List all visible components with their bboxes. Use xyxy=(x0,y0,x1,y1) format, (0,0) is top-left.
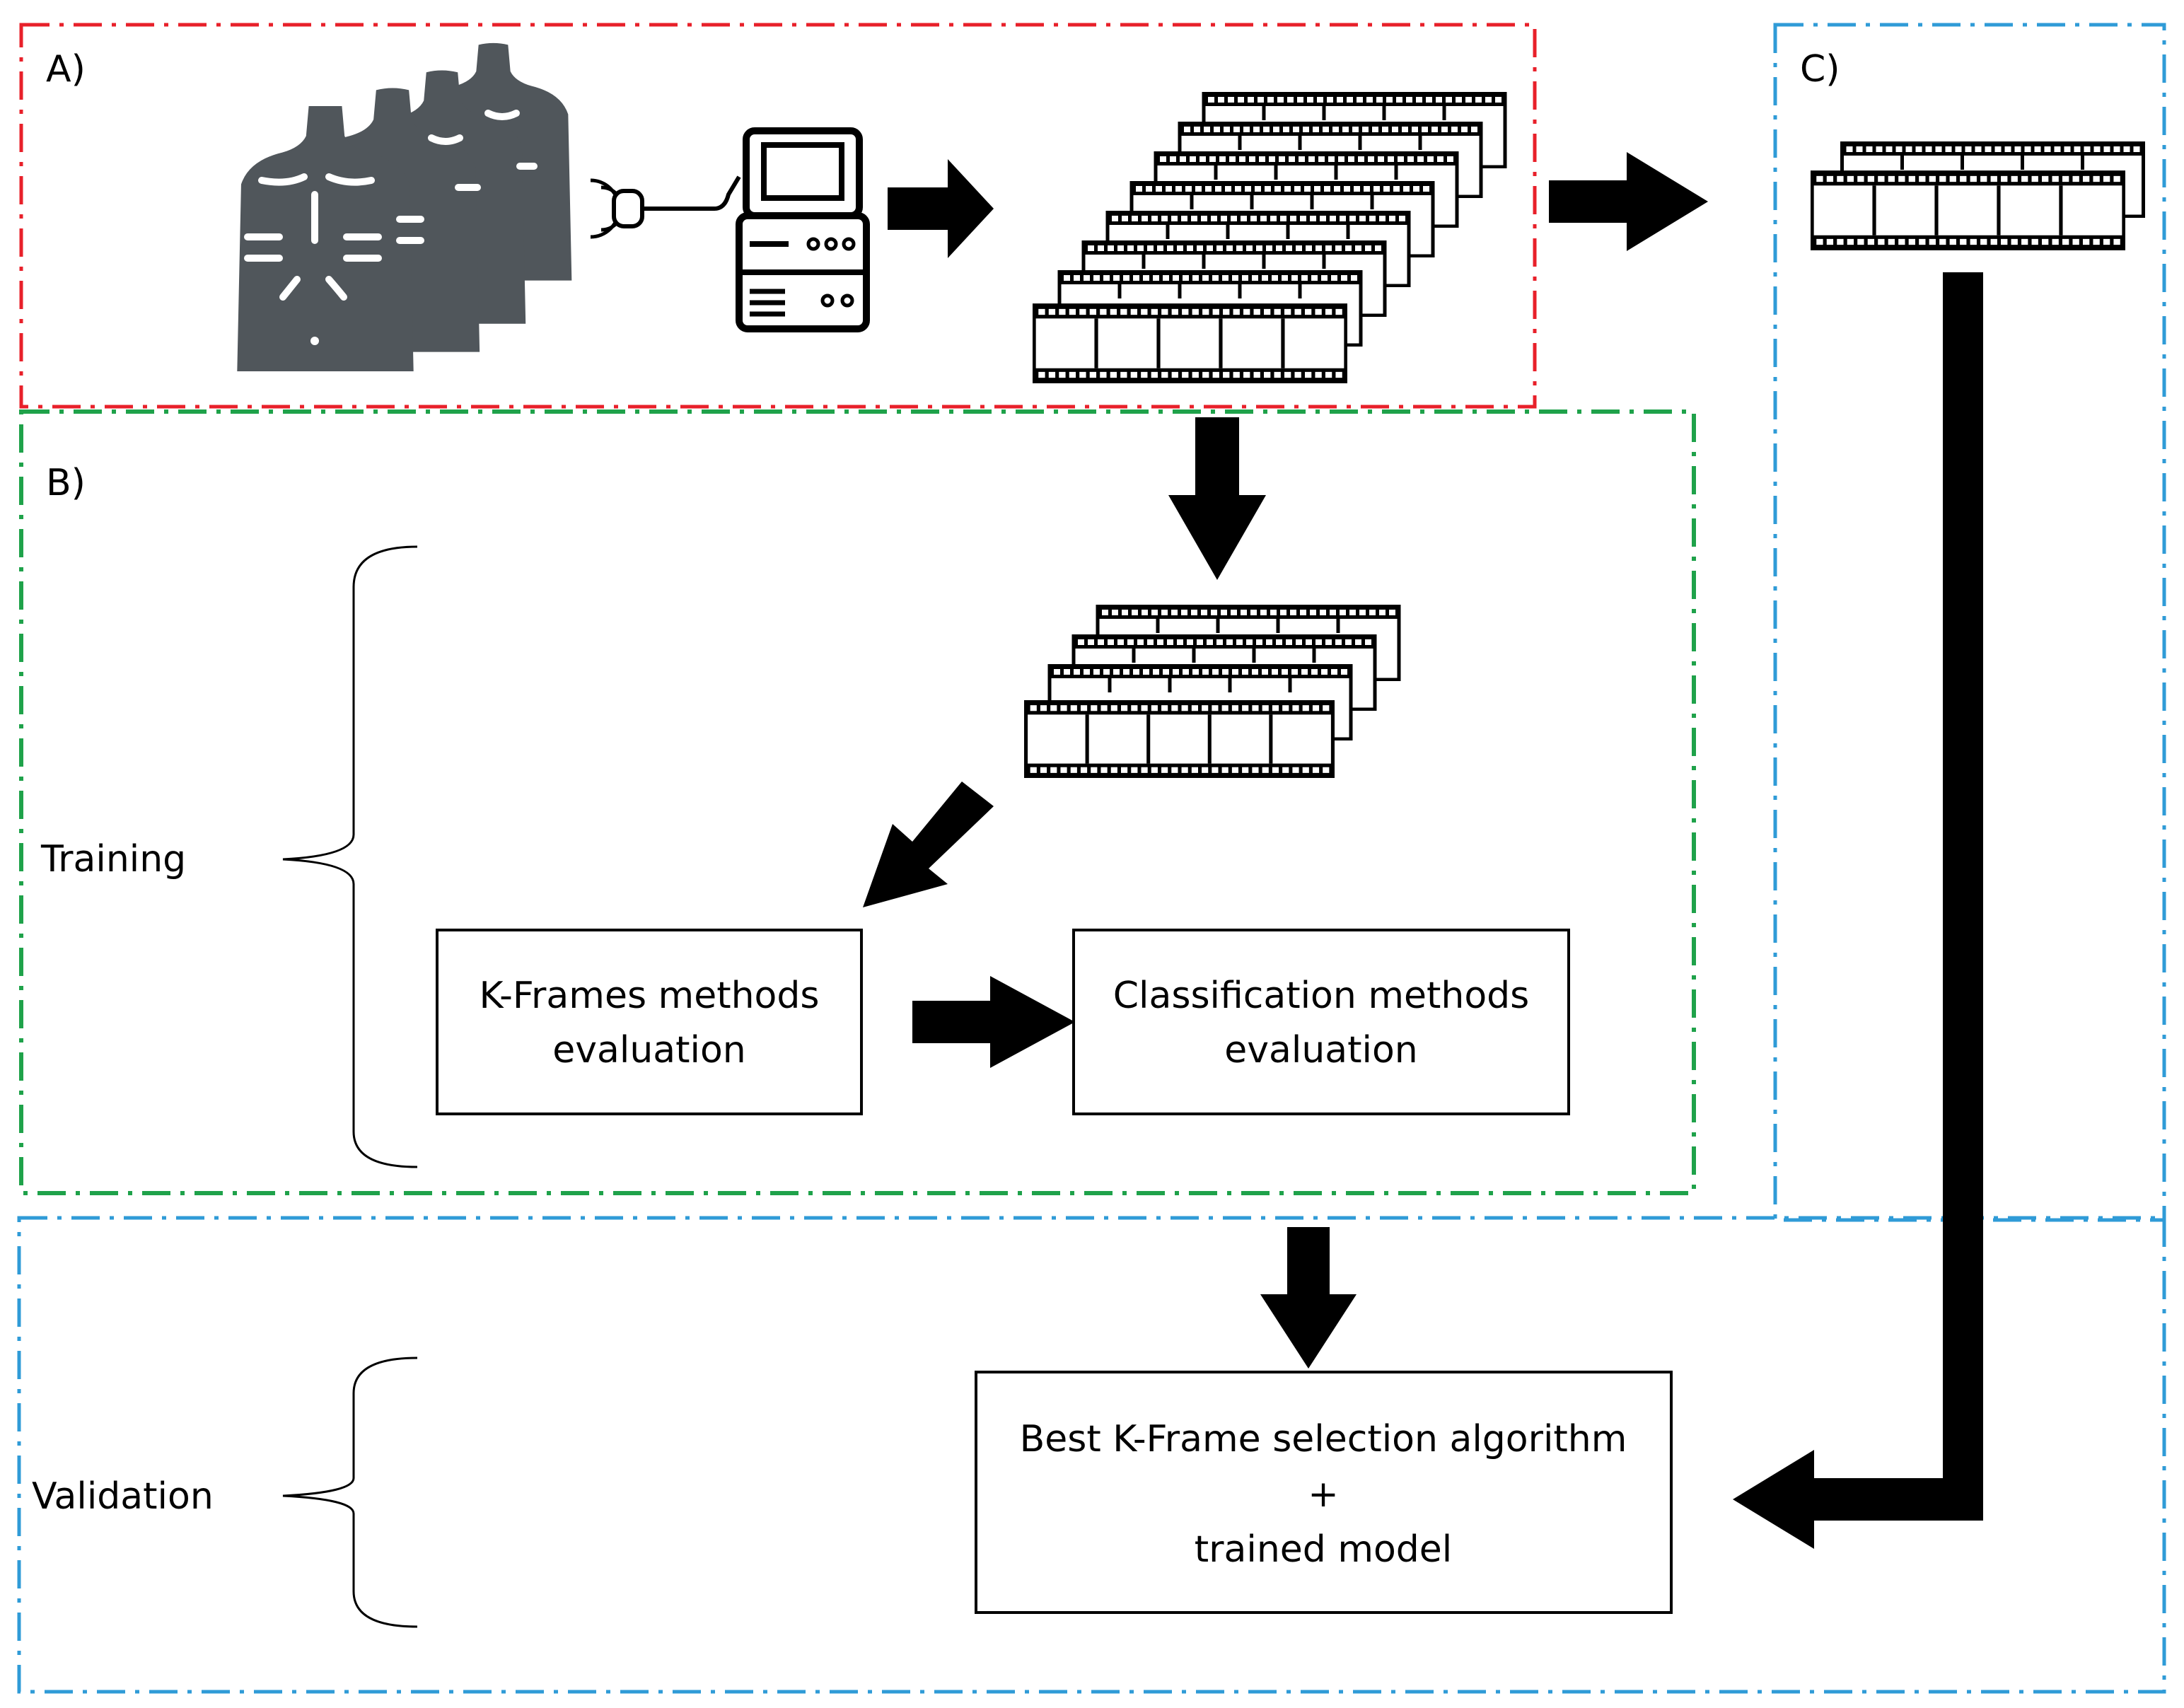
classification-methods-box: Classification methods evaluation xyxy=(1072,929,1570,1115)
best-kframe-box: Best K-Frame selection algorithm + train… xyxy=(975,1371,1673,1614)
best-box-line3: trained model xyxy=(1195,1528,1452,1571)
section-c-border xyxy=(1773,23,2166,1222)
validation-brace xyxy=(282,1356,418,1628)
arrow-to-validation-box xyxy=(1733,272,1983,1549)
arrow-to-best-kframe-box xyxy=(1260,1227,1357,1369)
film-strip-icon xyxy=(1812,143,2143,248)
arrow-to-section-c xyxy=(1549,152,1708,251)
arrow-to-training-set xyxy=(1168,417,1266,580)
arrow-to-classification-box xyxy=(912,976,1075,1068)
ultrasound-machine-icon xyxy=(590,127,870,332)
section-c-label: C) xyxy=(1800,48,1840,91)
film-strip-icon xyxy=(1034,93,1505,381)
kframes-methods-box: K-Frames methods evaluation xyxy=(436,929,863,1115)
validation-label: Validation xyxy=(32,1475,214,1518)
film-strip-icon xyxy=(1026,606,1399,777)
classification-box-line1: Classification methods xyxy=(1113,975,1530,1017)
arrow-to-videos xyxy=(888,159,994,258)
kframes-box-line2: evaluation xyxy=(552,1029,746,1071)
best-box-line1: Best K-Frame selection algorithm xyxy=(1020,1418,1627,1460)
section-b-border xyxy=(19,409,1696,1195)
training-label: Training xyxy=(40,838,186,881)
patients-torso-icon xyxy=(237,42,572,371)
best-box-line2: + xyxy=(1308,1473,1339,1516)
section-b-label: B) xyxy=(46,462,86,504)
section-validation-border xyxy=(17,1216,2166,1694)
classification-box-line2: evaluation xyxy=(1224,1029,1418,1071)
kframes-box-line1: K-Frames methods xyxy=(480,975,820,1017)
training-brace xyxy=(282,545,418,1168)
section-a-border xyxy=(19,23,1537,409)
section-a-label: A) xyxy=(46,48,86,91)
arrow-to-kframes-box xyxy=(863,782,994,907)
